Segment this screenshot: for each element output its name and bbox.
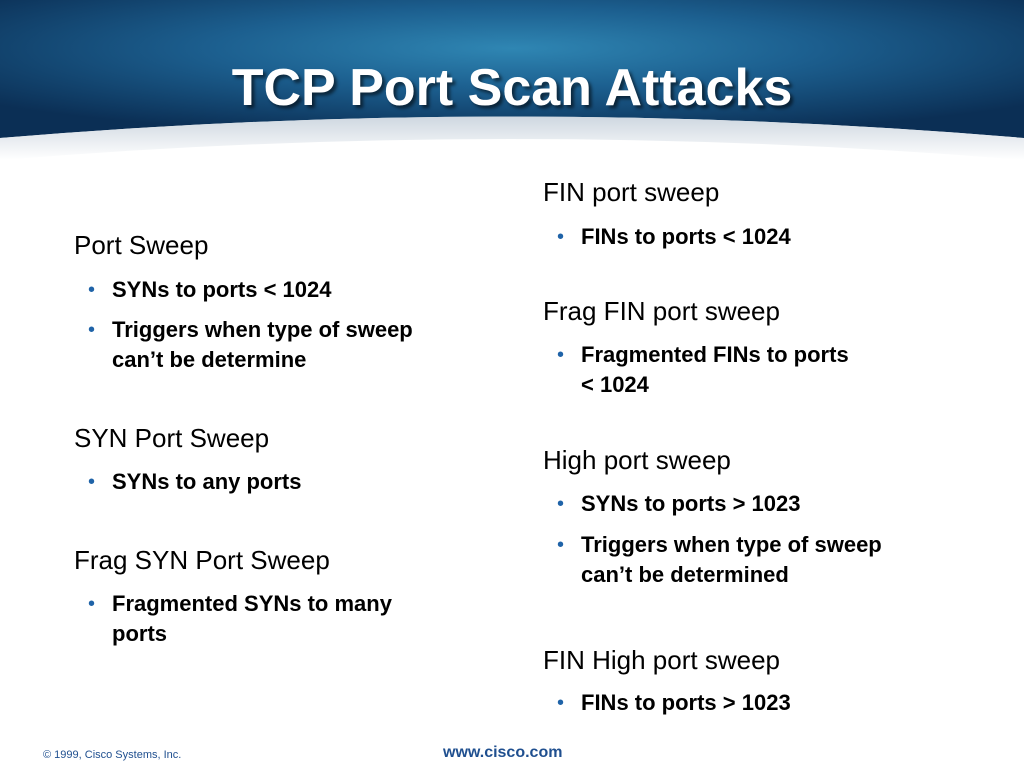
bullet-dot-icon: •: [557, 493, 565, 515]
bullet-item: • FINs to ports < 1024: [543, 222, 983, 252]
bullet-text-line: SYNs to ports > 1023: [581, 491, 801, 516]
bullet-dot-icon: •: [557, 344, 565, 366]
bullet-text: Triggers when type of sweep can’t be dete…: [112, 315, 413, 375]
section-heading: High port sweep: [543, 445, 731, 475]
bullet-item: • SYNs to any ports: [74, 467, 514, 497]
bullet-text: FINs to ports < 1024: [581, 222, 791, 252]
bullet-text-line: Triggers when type of sweep: [581, 532, 882, 557]
section-heading: Frag FIN port sweep: [543, 296, 780, 326]
bullet-dot-icon: •: [88, 593, 96, 615]
bullet-dot-icon: •: [88, 319, 96, 341]
slide-title: TCP Port Scan Attacks: [231, 59, 793, 117]
bullet-text-line: < 1024: [581, 372, 649, 397]
bullet-text-line: SYNs to ports < 1024: [112, 277, 332, 302]
bullet-text: Fragmented SYNs to many ports: [112, 589, 392, 649]
bullet-item: • Triggers when type of sweep can’t be det…: [74, 315, 514, 375]
bullet-text: SYNs to ports < 1024: [112, 275, 331, 305]
bullet-item: • SYNs to ports > 1023: [543, 489, 983, 519]
bullet-text-line: Triggers when type of sweep: [112, 317, 413, 342]
bullet-text: SYNs to ports > 1023: [581, 489, 800, 519]
bullet-dot-icon: •: [557, 226, 565, 248]
section-heading: FIN High port sweep: [543, 645, 780, 675]
bullet-text-line: can’t be determine: [112, 347, 307, 372]
bullet-text-line: can’t be determined: [581, 562, 789, 587]
bullet-text-line: SYNs to any ports: [112, 469, 302, 494]
header-banner: [0, 0, 1024, 160]
section-heading: SYN Port Sweep: [74, 423, 270, 453]
bullet-text: FINs to ports > 1023: [581, 688, 791, 718]
bullet-dot-icon: •: [557, 534, 565, 556]
bullet-text: Triggers when type of sweep can’t be dete…: [581, 530, 882, 590]
bullet-text-line: FINs to ports > 1023: [581, 690, 791, 715]
bullet-text-line: Fragmented FINs to ports: [581, 342, 849, 367]
copyright-notice: © 1999, Cisco Systems, Inc.: [43, 749, 182, 761]
section-heading: FIN port sweep: [543, 177, 720, 207]
bullet-text-line: Fragmented SYNs to many: [112, 591, 392, 616]
bullet-text: SYNs to any ports: [112, 467, 301, 497]
bullet-item: • SYNs to ports < 1024: [74, 275, 514, 305]
bullet-dot-icon: •: [88, 471, 96, 493]
bullet-item: • Triggers when type of sweep can’t be det…: [543, 530, 983, 590]
bullet-text: Fragmented FINs to ports < 1024: [581, 340, 849, 400]
bullet-dot-icon: •: [557, 692, 565, 714]
bullet-item: • Fragmented SYNs to many ports: [74, 589, 514, 649]
bullet-item: • FINs to ports > 1023: [543, 688, 983, 718]
bullet-text-line: FINs to ports < 1024: [581, 224, 791, 249]
bullet-dot-icon: •: [88, 279, 96, 301]
bullet-item: • Fragmented FINs to ports < 1024: [543, 340, 983, 400]
section-heading: Frag SYN Port Sweep: [74, 545, 330, 575]
footer-url: www.cisco.com: [443, 744, 563, 761]
section-heading: Port Sweep: [74, 230, 209, 260]
bullet-text-line: ports: [112, 621, 167, 646]
